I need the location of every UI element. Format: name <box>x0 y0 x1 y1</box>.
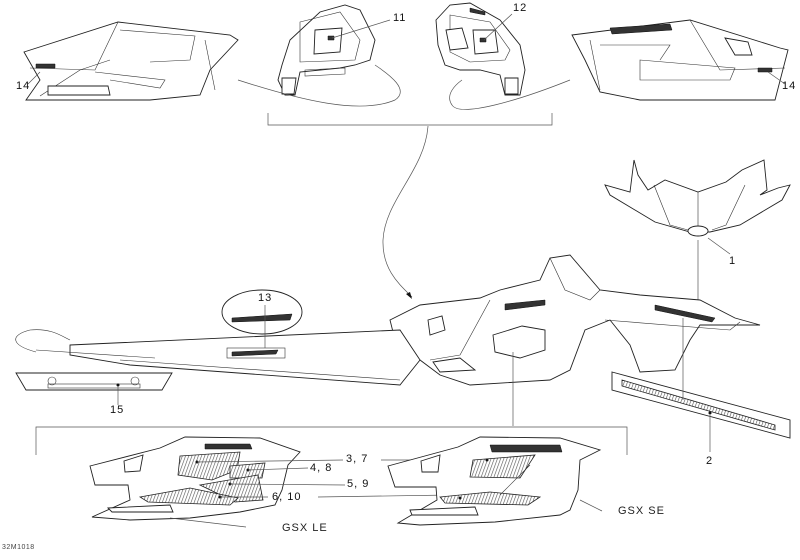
side-panel-gsx-se[interactable] <box>387 436 602 526</box>
callout-4-8: 4, 8 <box>310 462 333 474</box>
top-bracket <box>267 113 553 299</box>
connector-curve-right <box>449 79 571 110</box>
right-side-panel[interactable] <box>571 19 789 101</box>
left-side-panel[interactable] <box>23 21 239 101</box>
rear-flap[interactable] <box>15 329 71 353</box>
callout-11: 11 <box>393 12 407 24</box>
callout-15: 15 <box>110 404 125 416</box>
callout-5-9: 5, 9 <box>347 478 370 490</box>
leader-14-right <box>767 71 786 85</box>
model-label-gsx-le: GSX LE <box>282 522 328 534</box>
leader-1 <box>707 237 731 255</box>
callout-3-7: 3, 7 <box>346 453 369 465</box>
callout-13: 13 <box>258 292 273 304</box>
tunnel-decal[interactable] <box>221 289 303 359</box>
connector-curve-left <box>237 64 401 107</box>
callout-1: 1 <box>729 255 737 267</box>
bottom-bracket <box>35 426 628 455</box>
snowmobile-body[interactable] <box>35 254 761 386</box>
callout-14-left: 14 <box>16 80 31 92</box>
callout-14-right: 14 <box>782 80 797 92</box>
windshield-trim[interactable] <box>611 371 791 439</box>
right-console-panel[interactable] <box>435 2 526 96</box>
leader-12 <box>483 13 513 41</box>
left-console-panel[interactable] <box>277 4 376 96</box>
leader-11 <box>331 19 391 39</box>
callout-6-10: 6, 10 <box>272 491 302 503</box>
callout-12: 12 <box>513 2 528 14</box>
front-hood[interactable] <box>604 159 791 237</box>
side-panel-gsx-le[interactable] <box>89 436 301 521</box>
callout-14-left <box>27 71 41 85</box>
callout-2: 2 <box>706 455 714 467</box>
drawing-number: 32M1018 <box>2 544 35 551</box>
rear-bumper[interactable] <box>15 372 173 391</box>
model-label-gsx-se: GSX SE <box>618 505 665 517</box>
